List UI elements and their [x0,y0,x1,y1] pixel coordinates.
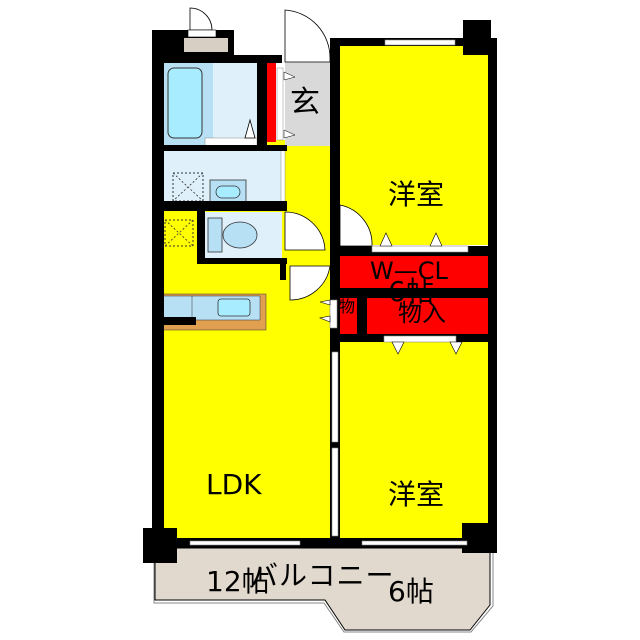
kitchen-sink-icon [217,298,251,317]
window [361,540,468,546]
western-room-2-size: 6帖 [388,574,434,608]
western-room-2-name: 洋室 [388,478,445,512]
balcony-area [154,547,491,631]
genkan-label: 玄 [290,85,320,120]
shoe-closet [266,62,276,142]
storage-large [366,298,490,334]
western-room-2-floor [340,340,490,538]
fridge-space-icon [164,219,194,247]
bath-window-door-icon [189,7,213,31]
wcl-label: W—CL [370,257,448,285]
storage-small-label: 物 [339,297,356,316]
wcl-closet [340,256,490,290]
entry-door-icon [284,9,331,63]
western-room-1-size: 6帖 [388,274,434,308]
ldk-label: LDK 12帖 [206,405,270,630]
window [384,39,456,46]
ldk-door-icon [289,265,331,301]
toilet-door-icon [284,211,326,251]
bathtub-icon [167,67,203,139]
storage-large-label: 物入 [398,299,446,327]
window [189,540,301,546]
balcony-label: バルコニー [250,559,395,592]
western-room-1-floor [340,45,490,245]
storage-small [337,286,359,336]
ldk-name: LDK [206,468,262,502]
ldk-size: 12帖 [206,564,270,598]
western-room-1-label: 洋室 6帖 [388,115,444,340]
western-room-2-label: 洋室 6帖 [388,415,444,640]
toilet-icon [222,221,258,249]
western-room-1-name: 洋室 [388,178,445,212]
